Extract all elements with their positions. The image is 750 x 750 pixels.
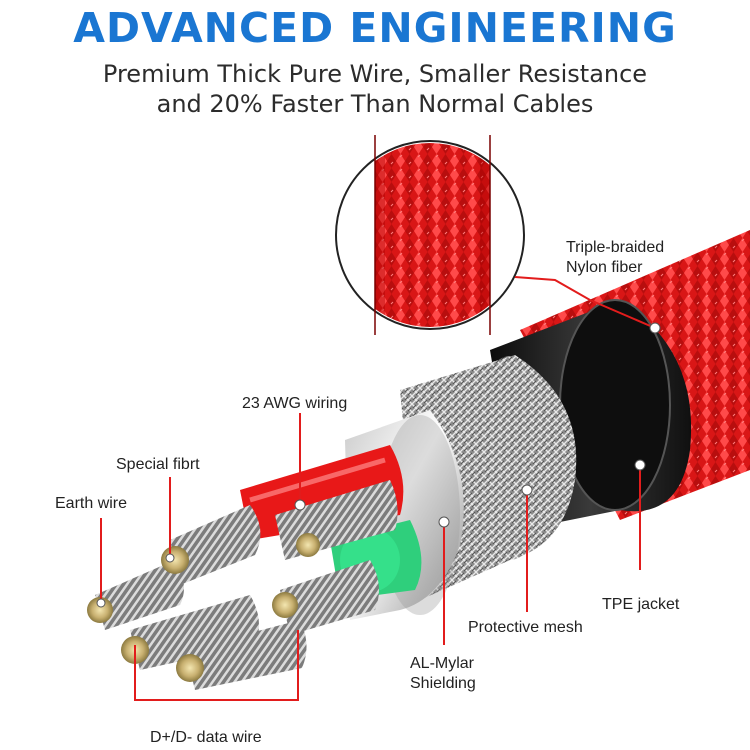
label-special-fiber: Special fibrt: [116, 456, 200, 473]
headline-subtitle-line-2: and 20% Faster Than Normal Cables: [156, 90, 594, 118]
label-al-mylar-line-1: AL-Mylar: [410, 655, 475, 672]
headline-subtitle-line-1: Premium Thick Pure Wire, Smaller Resista…: [102, 60, 648, 88]
strand-bundle-left: [95, 560, 184, 630]
label-al-mylar-line-2: Shielding: [410, 675, 476, 692]
label-braid-line-1: Triple-braided: [566, 239, 665, 256]
label-earth-wire: Earth wire: [55, 495, 128, 512]
label-data-wire: D+/D- data wire: [150, 729, 262, 746]
strand-bundle-low: [130, 595, 259, 670]
strand-bundle-bottom: [185, 620, 307, 690]
strand-bundle-right: [280, 560, 379, 635]
headline-title: ADVANCED ENGINEERING: [73, 4, 677, 52]
earth-wire-tip: [87, 597, 113, 623]
special-fiber-tip: [161, 546, 189, 574]
label-protective-mesh: Protective mesh: [468, 619, 583, 636]
label-23-awg: 23 AWG wiring: [242, 395, 348, 412]
strand-bundle-top: [170, 505, 261, 585]
label-tpe-jacket: TPE jacket: [602, 596, 680, 613]
braid-zoom-circle: [335, 135, 525, 335]
label-braid-line-2: Nylon fiber: [566, 259, 643, 276]
